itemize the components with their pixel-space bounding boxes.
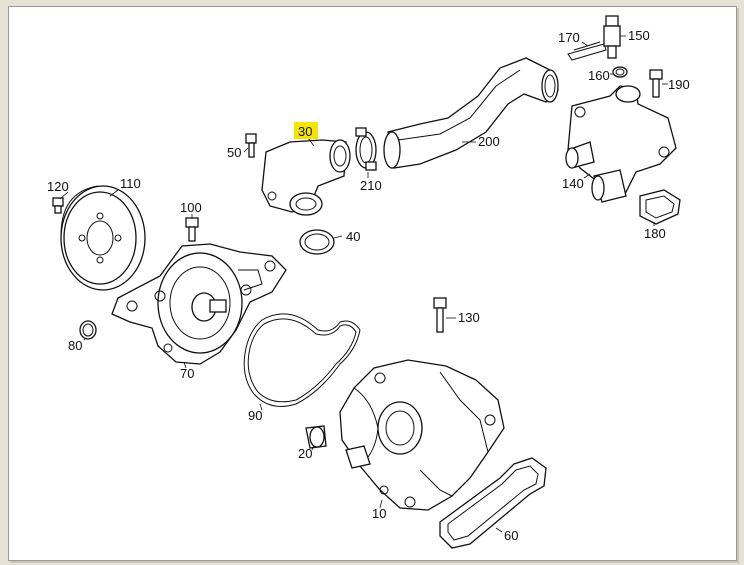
selected-part-highlight xyxy=(294,122,318,139)
thermostat-housing[interactable] xyxy=(565,85,677,203)
hose-clamp[interactable] xyxy=(355,127,377,171)
label-150[interactable]: 150 xyxy=(628,28,650,43)
bolt-thermostat[interactable] xyxy=(649,69,663,98)
bolt-long[interactable] xyxy=(433,297,447,333)
o-ring-small[interactable] xyxy=(79,320,97,340)
label-140[interactable]: 140 xyxy=(562,176,584,191)
coolant-hose[interactable] xyxy=(383,57,559,169)
label-110[interactable]: 110 xyxy=(120,176,141,191)
label-160[interactable]: 160 xyxy=(588,68,610,83)
label-40[interactable]: 40 xyxy=(346,229,360,244)
sleeve[interactable] xyxy=(305,425,327,449)
bolt-small[interactable] xyxy=(52,197,64,214)
sealing-ring[interactable] xyxy=(612,66,628,78)
label-100[interactable]: 100 xyxy=(180,200,202,215)
temperature-sensor[interactable] xyxy=(603,15,621,59)
label-80[interactable]: 80 xyxy=(68,338,82,353)
o-ring[interactable] xyxy=(299,229,335,255)
label-50[interactable]: 50 xyxy=(227,145,241,160)
housing[interactable] xyxy=(339,359,505,511)
label-10[interactable]: 10 xyxy=(372,506,386,521)
label-170[interactable]: 170 xyxy=(558,30,580,45)
label-180[interactable]: 180 xyxy=(644,226,666,241)
retaining-clip[interactable] xyxy=(567,41,607,61)
label-200[interactable]: 200 xyxy=(478,134,500,149)
water-pump[interactable] xyxy=(111,243,287,365)
label-20[interactable]: 20 xyxy=(298,446,312,461)
bolt-upper[interactable] xyxy=(245,133,257,158)
label-120[interactable]: 120 xyxy=(47,179,69,194)
leader-lines xyxy=(59,35,668,533)
label-90[interactable]: 90 xyxy=(248,408,262,423)
pulley[interactable] xyxy=(60,185,146,291)
gasket-large[interactable] xyxy=(439,457,547,549)
label-60[interactable]: 60 xyxy=(504,528,518,543)
thermostat-gasket[interactable] xyxy=(639,189,681,225)
label-130[interactable]: 130 xyxy=(458,310,480,325)
part-labels: 30 120 110 100 80 70 90 20 10 130 60 50 … xyxy=(47,28,690,543)
label-70[interactable]: 70 xyxy=(180,366,194,381)
gasket-ring[interactable] xyxy=(243,313,361,407)
label-30[interactable]: 30 xyxy=(298,124,312,139)
connector-pipe[interactable] xyxy=(261,139,351,216)
bolt[interactable] xyxy=(185,217,199,242)
label-210[interactable]: 210 xyxy=(360,178,382,193)
label-190[interactable]: 190 xyxy=(668,77,690,92)
